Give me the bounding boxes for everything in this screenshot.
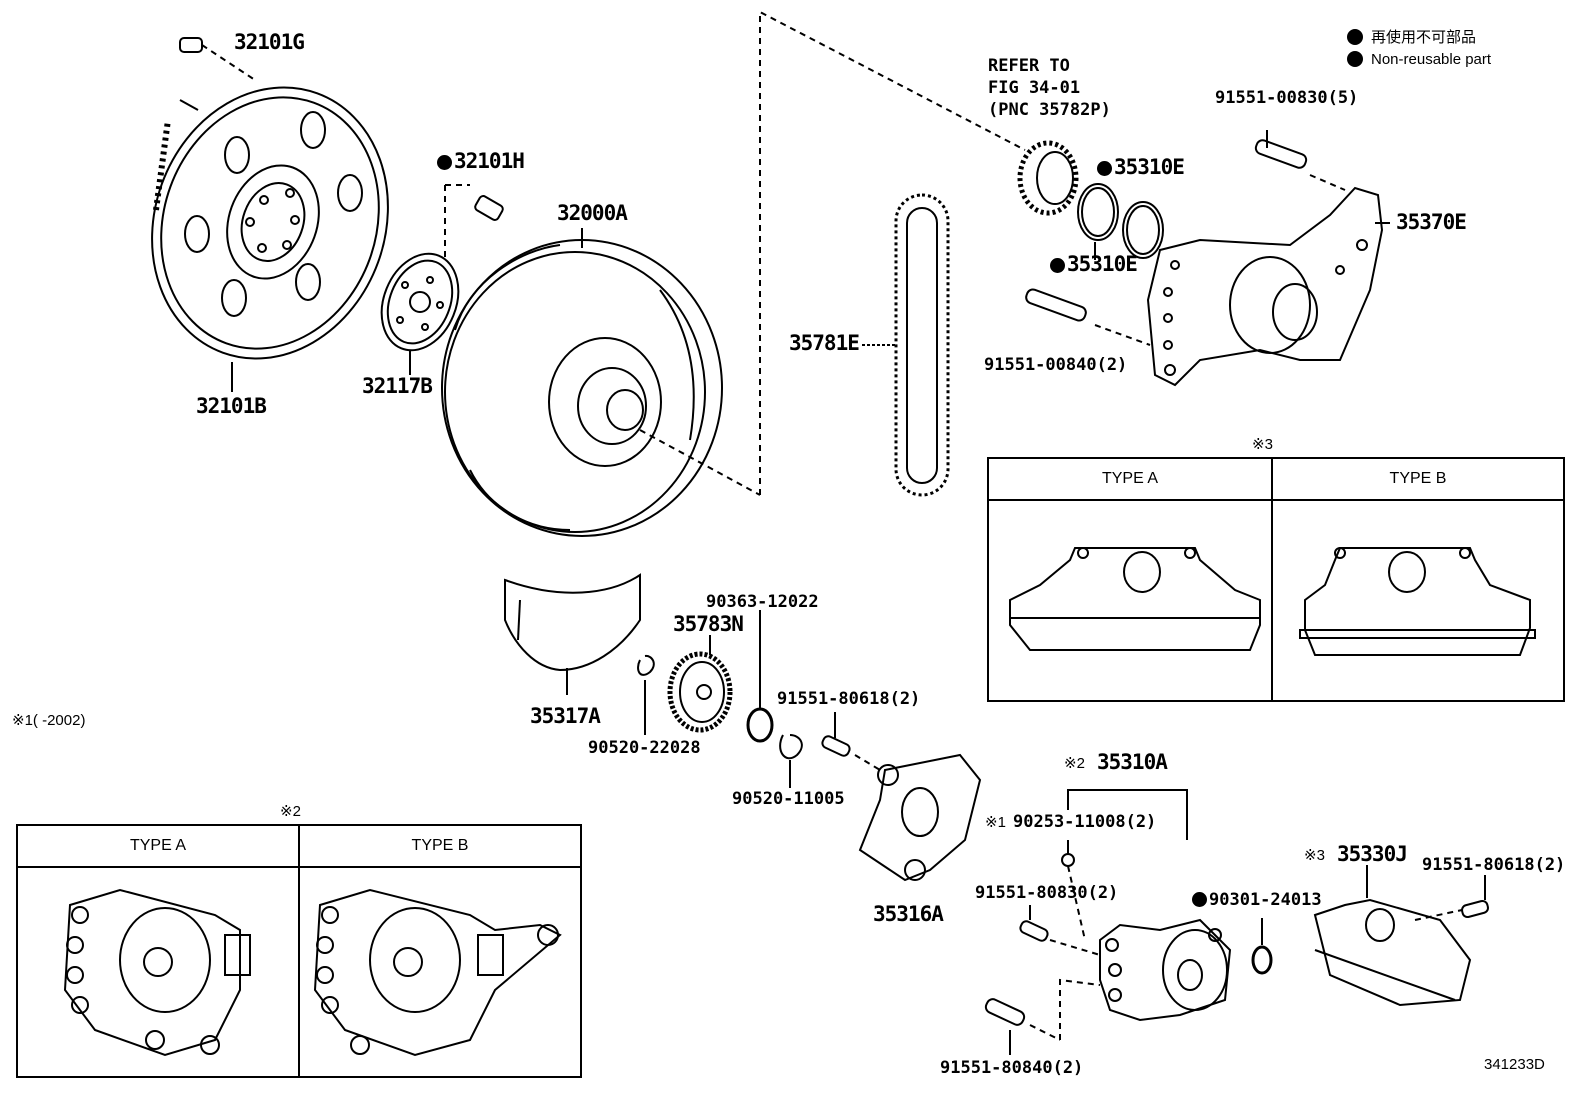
part-label[interactable]: 32101G xyxy=(234,30,305,54)
strainer-35330j-drawing xyxy=(1313,898,1472,1007)
part-label[interactable]: 35310E xyxy=(1097,157,1185,178)
panel-left-mark: ※2 xyxy=(280,803,301,820)
bracket-35370e-drawing xyxy=(1146,186,1384,387)
panel-left-divider xyxy=(298,826,300,1076)
legend-jp: 再使用不可部品 xyxy=(1347,26,1476,47)
part-label[interactable]: 91551-80830(2) xyxy=(975,883,1119,903)
oil-pump-35310a-drawing xyxy=(1099,918,1232,1022)
applicability-note: ※1( -2002) xyxy=(12,712,86,729)
gear-35783n-drawing xyxy=(667,651,733,733)
drive-plate-drawing xyxy=(151,86,389,360)
part-label[interactable]: 35310A xyxy=(1097,750,1168,774)
part-label[interactable]: 35316A xyxy=(873,902,944,926)
part-label[interactable]: 32101B xyxy=(196,394,267,418)
figure-code: 341233D xyxy=(1484,1056,1545,1073)
note-mark-x3: ※3 xyxy=(1304,847,1325,864)
part-label[interactable]: 35310E xyxy=(1050,254,1138,275)
legend-en: Non-reusable part xyxy=(1347,51,1491,68)
part-label[interactable]: 32000A xyxy=(557,201,628,225)
part-label[interactable]: 35317A xyxy=(530,704,601,728)
legend-en-text: Non-reusable part xyxy=(1371,51,1492,68)
part-label[interactable]: 35781E xyxy=(789,331,860,355)
part-label[interactable]: 32117B xyxy=(362,374,433,398)
panel-left-type-a: TYPE A xyxy=(18,826,298,868)
panel-left-variants: TYPE A TYPE B xyxy=(16,824,582,1078)
part-label[interactable]: 90253-11008(2) xyxy=(1013,812,1157,832)
type-a-left-sketch xyxy=(63,888,251,1057)
plate-32117b-drawing xyxy=(380,252,460,352)
part-label[interactable]: 90363-12022 xyxy=(706,592,819,612)
note-mark-x2: ※2 xyxy=(1064,755,1085,772)
part-label[interactable]: 91551-80618(2) xyxy=(777,689,921,709)
panel-right-mark: ※3 xyxy=(1252,436,1273,453)
part-label[interactable]: 90520-11005 xyxy=(732,789,845,809)
sprocket-drawing xyxy=(1017,140,1164,259)
panel-right-type-b: TYPE B xyxy=(1273,459,1563,501)
type-b-right-sketch xyxy=(1299,547,1536,656)
legend-jp-text: 再使用不可部品 xyxy=(1371,29,1477,46)
refer-line1: REFER TO xyxy=(988,56,1070,76)
part-label[interactable]: 91551-00840(2) xyxy=(984,355,1128,375)
note-mark-x1: ※1 xyxy=(985,814,1006,831)
torque-converter-drawing xyxy=(441,239,723,537)
panel-left-type-b: TYPE B xyxy=(300,826,580,868)
non-reusable-dot-icon xyxy=(1347,29,1363,45)
part-label[interactable]: 35330J xyxy=(1337,842,1408,866)
part-label[interactable]: 91551-00830(5) xyxy=(1215,88,1359,108)
non-reusable-dot-icon xyxy=(1347,51,1363,67)
cover-35316a-drawing xyxy=(858,753,982,882)
part-label[interactable]: 90520-22028 xyxy=(588,738,701,758)
panel-right-divider xyxy=(1271,459,1273,700)
part-label[interactable]: 35370E xyxy=(1396,210,1467,234)
type-a-right-sketch xyxy=(1009,547,1261,651)
part-label[interactable]: 35783N xyxy=(673,612,744,636)
type-b-left-sketch xyxy=(313,888,562,1057)
refer-line3: (PNC 35782P) xyxy=(988,100,1111,120)
part-label[interactable]: 90301-24013 xyxy=(1192,892,1322,909)
part-label[interactable]: 91551-80840(2) xyxy=(940,1058,1084,1078)
part-label[interactable]: 32101H xyxy=(437,151,525,172)
panel-right-type-a: TYPE A xyxy=(989,459,1271,501)
part-label[interactable]: 91551-80618(2) xyxy=(1422,855,1566,875)
refer-line2: FIG 34-01 xyxy=(988,78,1081,98)
cover-35317a-drawing xyxy=(504,573,641,672)
panel-right-variants: TYPE A TYPE B xyxy=(987,457,1565,702)
